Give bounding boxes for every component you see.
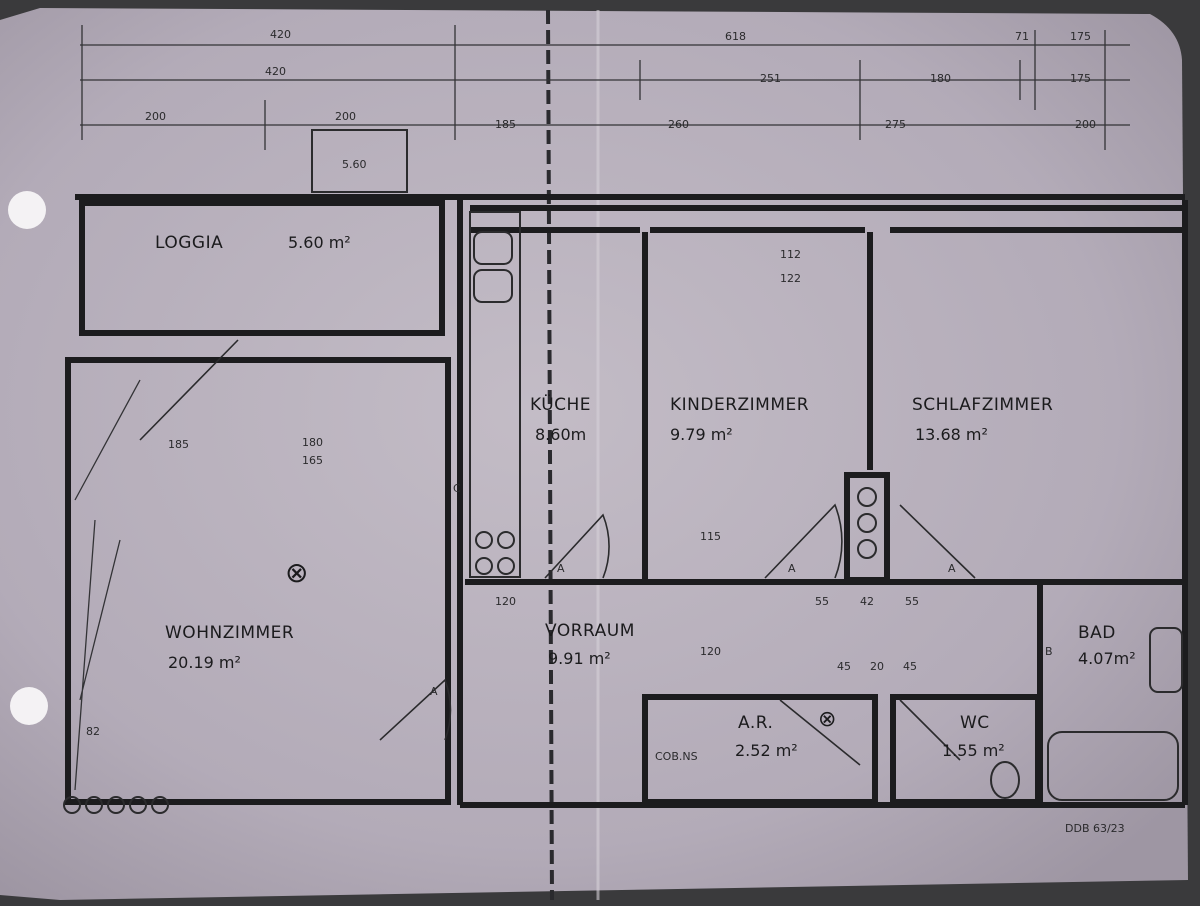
stove-burner-1 [475,531,493,549]
room-name-kinderzimmer: KINDERZIMMER [670,395,809,415]
sink-bowl-1 [473,231,513,265]
dim-top-2-c: 180 [930,72,951,85]
room-area-schlafzimmer: 13.68 m² [915,425,988,444]
dim-top-3-c: 185 [495,118,516,131]
room-area-bad: 4.07m² [1078,649,1136,668]
dim-vorraum-3: 42 [860,595,874,608]
room-area-kinderzimmer: 9.79 m² [670,425,733,444]
dim-top-1-c: 71 [1015,30,1029,43]
room-name-vorraum: VORRAUM [545,621,635,641]
dim-wc-2: 20 [870,660,884,673]
ar-light-symbol: ⊗ [818,707,836,732]
dim-vert-3: 82 [86,725,100,738]
room-name-ar: A.R. [738,713,773,733]
stove-burner-3 [475,557,493,575]
binder-hole-top [8,191,46,229]
dim-top-2-b: 251 [760,72,781,85]
dim-top-2-d: 175 [1070,72,1091,85]
dim-kinder-2: 122 [780,272,801,285]
room-name-kueche: KÜCHE [530,393,591,415]
room-area-ar: 2.52 m² [735,741,798,760]
paper-fold [546,9,554,901]
dim-vorraum-1: 120 [495,595,516,608]
drawing-reference: DDB 63/23 [1065,822,1125,835]
loggia-note-text: 5.60 [342,158,367,171]
room-name-wohnzimmer: WOHNZIMMER [165,623,294,643]
room-name-bad: BAD [1078,623,1116,643]
dim-top-3-a: 200 [145,110,166,123]
dim-top-1-a: 420 [270,28,291,41]
stove-burner-2 [497,531,515,549]
kitchen-counter [469,211,521,578]
room-name-loggia: LOGGIA [155,233,223,253]
washbasin [1149,627,1183,693]
bathtub [1047,731,1179,801]
dim-top-1-d: 175 [1070,30,1091,43]
ar-note: COB.NS [655,750,698,763]
symbol-a-kinder: A [788,562,796,575]
dim-wc-3: 45 [903,660,917,673]
dim-vert-2: 120 [700,645,721,658]
dim-wc-1: 45 [837,660,851,673]
dim-wohn-3: 165 [302,454,323,467]
stove-burner-4 [497,557,515,575]
loggia-note-box [311,129,408,193]
dim-top-3-e: 275 [885,118,906,131]
symbol-b-bad: B [1045,645,1053,658]
dim-top-3-f: 200 [1075,118,1096,131]
door-swings [139,339,976,766]
binder-hole-bottom [10,687,48,725]
wohn-hatch [74,379,141,791]
room-area-vorraum: 9.91 m² [548,649,611,668]
room-area-wohnzimmer: 20.19 m² [168,653,241,672]
dim-kinder-1: 112 [780,248,801,261]
shaft-circle-2 [857,513,877,533]
shaft-circle-3 [857,539,877,559]
symbol-a-schlaf: A [948,562,956,575]
wohn-light-symbol: ⊗ [285,556,308,589]
dim-vorraum-2: 55 [815,595,829,608]
sink-bowl-2 [473,269,513,303]
paper-sheet [0,8,1188,900]
shaft-circle-1 [857,487,877,507]
room-area-kueche: 8.60m [535,425,586,444]
dim-wohn-2: 180 [302,436,323,449]
wc-bowl [990,761,1020,799]
top-dimension-lines [80,25,1130,150]
dim-top-2-a: 420 [265,65,286,78]
room-area-loggia: 5.60 m² [288,233,351,252]
dim-vorraum-4: 55 [905,595,919,608]
dim-wohn-1: 185 [168,438,189,451]
symbol-c-hall: C [453,482,461,495]
room-name-wc: WC [960,713,990,733]
dim-top-3-b: 200 [335,110,356,123]
symbol-a-kueche: A [557,562,565,575]
walls [65,194,1188,808]
radiator-circles [63,796,169,814]
dim-top-1-b: 618 [725,30,746,43]
room-area-wc: 1.55 m² [942,741,1005,760]
room-name-schlafzimmer: SCHLAFZIMMER [912,395,1053,415]
dim-vert-1: 115 [700,530,721,543]
symbol-a-wohn: A [430,685,438,698]
dim-top-3-d: 260 [668,118,689,131]
